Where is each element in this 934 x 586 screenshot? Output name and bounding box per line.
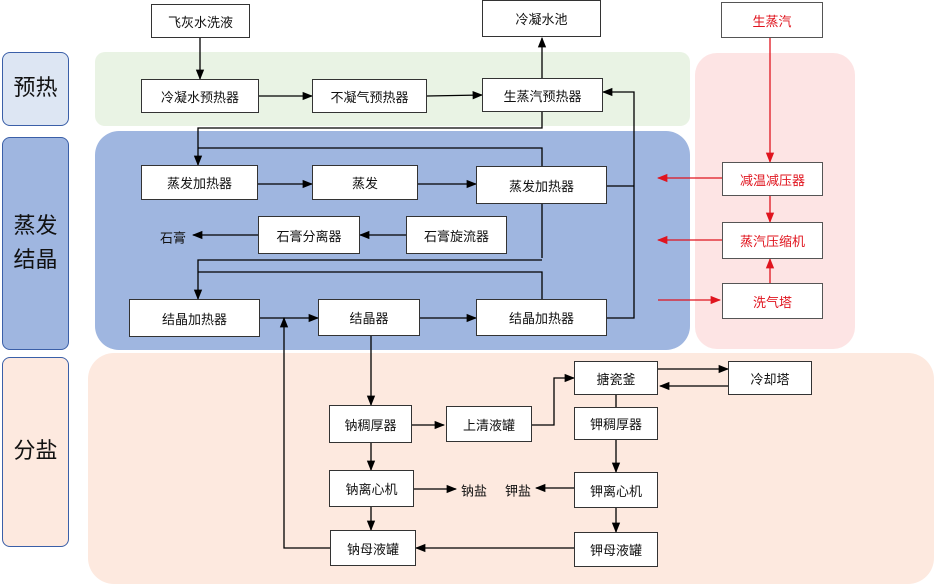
node-sodium-centrifuge: 钠离心机 <box>329 470 414 507</box>
flow-supernatant-to-enamel <box>532 373 576 426</box>
node-fly-ash-wash: 飞灰水洗液 <box>151 4 250 38</box>
node-evap-heater-1: 蒸发加热器 <box>141 165 258 200</box>
flow-evap-loop-top <box>198 147 543 168</box>
flow-cryst-heater-to-steam-preheater <box>601 87 635 319</box>
section-label-preheat: 预热 <box>2 52 69 126</box>
node-evaporator: 蒸发 <box>312 165 418 200</box>
flow-livesteam-preheater-to-evap-heater <box>193 112 543 167</box>
output-sodium-salt: 钠盐 <box>461 484 488 500</box>
node-vapor-compressor: 蒸汽压缩机 <box>722 222 823 259</box>
flow-evap-to-cryst-heater <box>193 259 542 301</box>
node-potassium-mother-tank: 钾母液罐 <box>574 532 658 567</box>
flow-noncondensable-to-livesteam <box>426 91 484 100</box>
flow-cryst-loop-top <box>198 271 543 300</box>
node-live-steam-preheater: 生蒸汽预热器 <box>482 78 603 112</box>
node-gypsum-separator: 石膏分离器 <box>258 216 360 254</box>
section-label-salt-separation: 分盐 <box>2 357 69 547</box>
output-gypsum: 石膏 <box>160 231 187 247</box>
node-desuperheater: 减温减压器 <box>722 162 823 196</box>
node-condensate-preheater: 冷凝水预热器 <box>141 79 259 113</box>
node-scrubber: 洗气塔 <box>722 283 823 319</box>
node-crystallizer: 结晶器 <box>318 299 420 336</box>
node-potassium-thickener: 钾稠厚器 <box>574 407 658 440</box>
node-cooling-tower: 冷却塔 <box>728 361 812 395</box>
node-sodium-thickener: 钠稠厚器 <box>329 405 412 443</box>
node-gypsum-cyclone: 石膏旋流器 <box>406 216 507 254</box>
node-potassium-centrifuge: 钾离心机 <box>574 472 658 508</box>
node-evap-heater-2: 蒸发加热器 <box>476 166 607 204</box>
node-live-steam: 生蒸汽 <box>721 2 823 38</box>
node-enamel-kettle: 搪瓷釜 <box>574 361 658 395</box>
node-cryst-heater-2: 结晶加热器 <box>476 299 607 336</box>
node-noncondensable-preheater: 不凝气预热器 <box>312 79 427 113</box>
flow-sodium-mother-recycle <box>279 316 330 549</box>
node-condensate-pool: 冷凝水池 <box>482 0 601 37</box>
output-potassium-salt: 钾盐 <box>505 484 532 500</box>
section-label-evaporation: 蒸发结晶 <box>2 137 69 350</box>
node-cryst-heater-1: 结晶加热器 <box>129 299 260 337</box>
node-supernatant-tank: 上清液罐 <box>446 406 532 442</box>
node-sodium-mother-tank: 钠母液罐 <box>330 530 416 566</box>
